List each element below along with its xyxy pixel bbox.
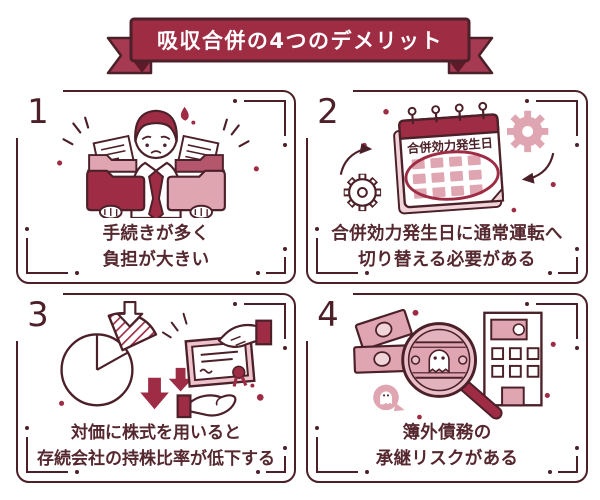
seal-icon (232, 365, 246, 379)
cycle-arrows (339, 143, 555, 184)
card-caption: 対価に株式を用いると 存続会社の持株比率が低下する (18, 421, 294, 472)
corner-bracket-top-right (525, 99, 579, 147)
demerit-card-2: 2 (303, 86, 588, 284)
magnifier-ghost-over-money-and-building-icon (353, 308, 556, 420)
left-folder-icon (86, 134, 146, 218)
certificate-icon (184, 334, 256, 388)
corner-bracket-bottom-right (548, 446, 579, 474)
giving-hand-icon (217, 319, 273, 348)
calendar-with-gears-icon: 合併効力発生日 (339, 101, 556, 215)
calendar-rings (407, 101, 488, 125)
money-bills-icon (353, 308, 413, 374)
caption-line-2: 切り替える必要がある (358, 249, 536, 270)
pie-chart-and-stock-certificate-handover-icon (53, 301, 273, 419)
card-caption: 簿外債務の 承継リスクがある (308, 420, 586, 473)
caption-line-1: 簿外債務の (402, 422, 492, 443)
demerit-card-4: 4 (303, 289, 588, 483)
caption-line-2: 負担が大きい (102, 249, 210, 270)
caption-line-1: 手続きが多く (102, 223, 210, 244)
card-number: 4 (303, 289, 353, 341)
sweat-drop-icon (180, 106, 189, 121)
corner-bracket-bottom-right (256, 247, 287, 275)
down-arrow-small-icon (168, 367, 193, 392)
hair (134, 109, 178, 143)
card-caption: 手続きが多く 負担が大きい (18, 221, 294, 274)
caption-line-1: 合併効力発生日に通常運転へ (331, 223, 563, 244)
gear-icon-left (343, 173, 382, 212)
ribbon-right-fold (449, 61, 467, 73)
card-number: 1 (13, 86, 63, 138)
emphasis-lines (62, 116, 250, 148)
demerit-card-3: 3 (13, 289, 296, 483)
corner-bracket-top-right (233, 302, 287, 350)
emphasis-lines (161, 312, 188, 339)
corner-bracket-bottom-right (256, 446, 287, 474)
corner-bracket-top-right (233, 99, 287, 147)
corner-bracket-bottom-left (315, 426, 369, 474)
stressed-worker-with-document-folders-icon (57, 106, 259, 218)
circled-date (404, 150, 500, 201)
gear-icon-right (507, 110, 549, 153)
down-arrow-outline-icon (116, 301, 144, 328)
calendar-icon: 合併効力発生日 (393, 101, 505, 215)
pie-chart-icon (60, 312, 158, 407)
ribbon-left-fold (133, 61, 151, 73)
building-windows (491, 347, 540, 378)
caption-line-2: 承継リスクがある (375, 448, 519, 469)
banner-title: 吸収合併の4つのデメリット (157, 29, 443, 53)
down-arrow-icon (140, 377, 169, 410)
receiving-hand-icon (176, 394, 237, 419)
page-curl (489, 186, 505, 203)
calendar-label: 合併効力発生日 (407, 135, 494, 156)
ribbon-banner-graphic: 吸収合併の4つのデメリット (106, 17, 494, 75)
caption-line-2: 存続会社の持株比率が低下する (37, 448, 275, 469)
calendar-date-grid (411, 154, 483, 199)
building-icon (483, 311, 543, 407)
demerit-card-1: 1 (13, 86, 296, 284)
corner-bracket-top-right (525, 302, 579, 350)
card-number: 2 (303, 86, 353, 138)
necktie (148, 169, 164, 218)
corner-bracket-bottom-right (548, 247, 579, 275)
title-banner: 吸収合併の4つのデメリット (103, 14, 497, 80)
card-number: 3 (13, 289, 63, 341)
card-caption: 合併効力発生日に通常運転へ 切り替える必要がある (308, 221, 586, 274)
corner-bracket-bottom-left (315, 227, 369, 275)
ghost-icon (428, 349, 450, 374)
magnifier-icon (401, 322, 503, 420)
corner-bracket-bottom-left (25, 227, 79, 275)
corner-bracket-bottom-left (25, 426, 79, 474)
ribbon-band (129, 17, 471, 63)
caption-line-1: 対価に株式を用いると (71, 423, 241, 443)
ghost-bubble-icon (373, 384, 405, 412)
right-folder-icon (166, 134, 226, 218)
building-door (501, 386, 525, 407)
